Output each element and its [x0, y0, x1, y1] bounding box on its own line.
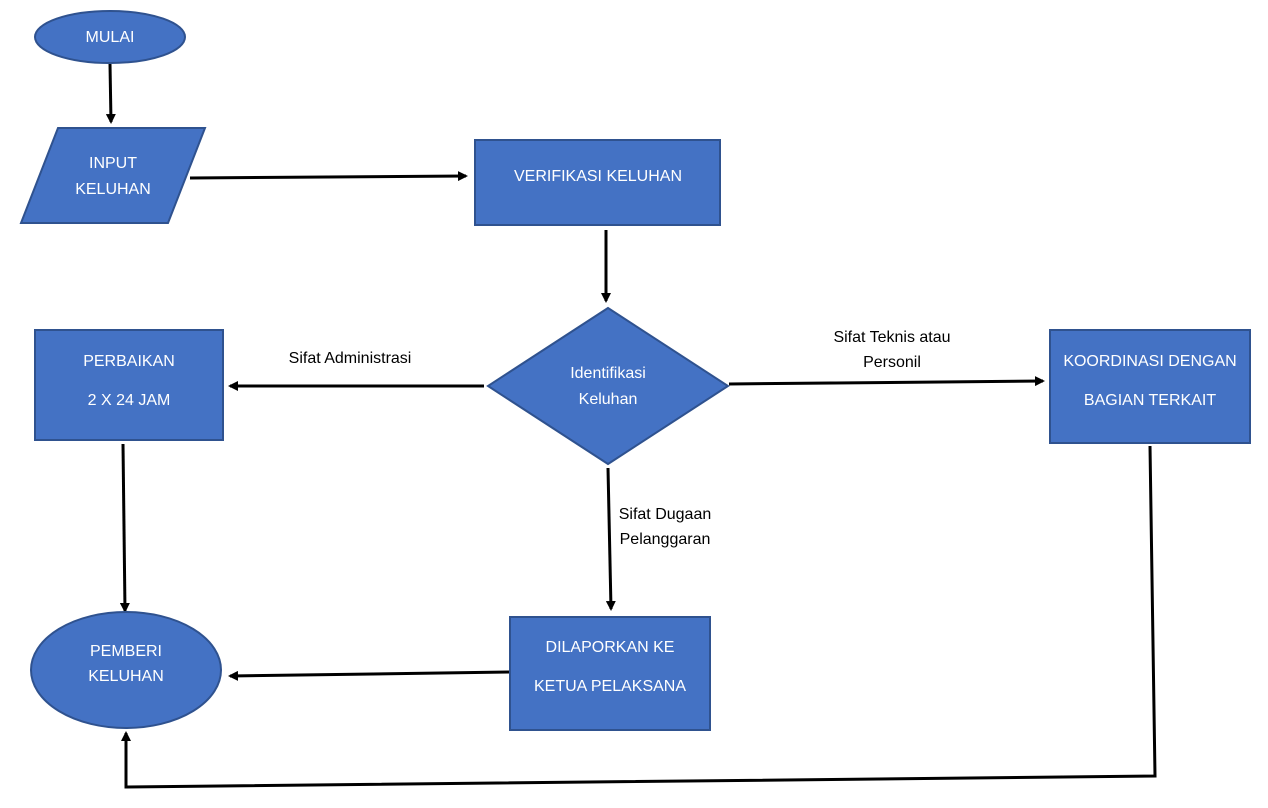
node-dilaporkan: [509, 616, 711, 731]
node-input-label-1: INPUT: [89, 155, 137, 172]
arrow-mulai-to-input: [105, 63, 116, 124]
node-verifikasi-keluhan: [474, 139, 721, 226]
node-perbaikan-label-1: PERBAIKAN: [83, 353, 175, 370]
node-pemberi-label-1: PEMBERI: [90, 643, 162, 660]
node-pemberi-label-2: KELUHAN: [88, 668, 164, 685]
node-input-label-2: KELUHAN: [75, 181, 151, 198]
node-dilaporkan-label-1: DILAPORKAN KE: [546, 639, 675, 656]
node-perbaikan: [34, 329, 224, 441]
node-koordinasi-label-2: BAGIAN TERKAIT: [1084, 392, 1216, 409]
node-koordinasi-label-1: KOORDINASI DENGAN: [1063, 353, 1236, 370]
arrow-identifikasi-to-koordinasi: [728, 376, 1045, 387]
node-koordinasi: [1049, 329, 1251, 444]
edge-label-dugaan-2: Pelanggaran: [620, 531, 711, 548]
edge-label-teknis-2: Personil: [863, 354, 921, 371]
node-identifikasi-label-2: Keluhan: [579, 391, 638, 408]
node-perbaikan-label-2: 2 X 24 JAM: [88, 392, 171, 409]
node-pemberi-keluhan: [30, 611, 222, 729]
arrow-dilaporkan-to-pemberi: [228, 670, 510, 681]
arrow-koordinasi-to-pemberi: [121, 445, 1157, 789]
arrow-input-to-verifikasi: [189, 171, 468, 182]
node-mulai: [34, 10, 186, 64]
edge-label-administrasi: Sifat Administrasi: [289, 350, 412, 367]
node-verifikasi-label: VERIFIKASI KELUHAN: [514, 168, 682, 185]
node-input-keluhan: [19, 127, 207, 224]
arrow-identifikasi-to-dilaporkan: [605, 467, 616, 611]
node-mulai-label: MULAI: [86, 29, 135, 46]
edge-label-teknis-1: Sifat Teknis atau: [833, 329, 950, 346]
node-dilaporkan-label-2: KETUA PELAKSANA: [534, 678, 686, 695]
edge-label-dugaan-1: Sifat Dugaan: [619, 506, 712, 523]
node-identifikasi-keluhan: [486, 306, 730, 466]
arrow-perbaikan-to-pemberi: [119, 443, 130, 613]
node-identifikasi-label-1: Identifikasi: [570, 365, 646, 382]
